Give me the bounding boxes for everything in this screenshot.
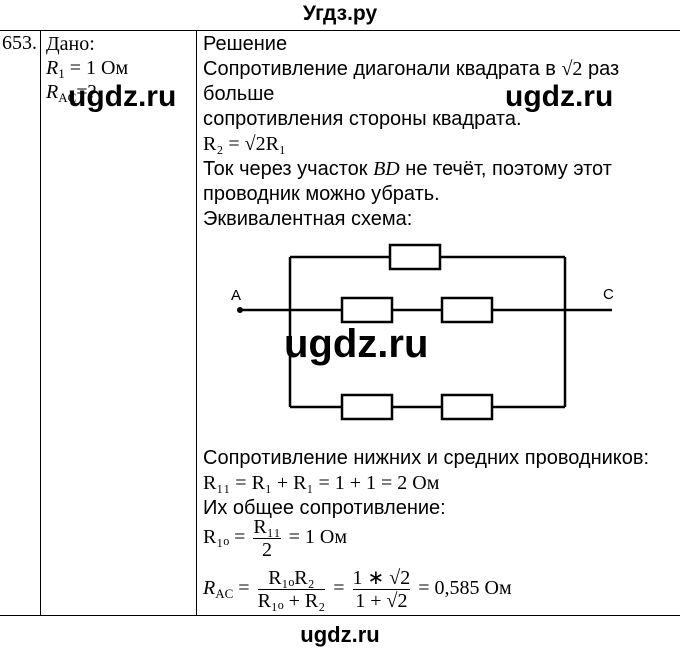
solution-line-1: Сопротивление диагонали квадрата в √2 ра… — [203, 58, 620, 105]
solution-line-3: Ток через участок BD не течёт, поэтому э… — [203, 158, 612, 180]
resistor-bottom-1 — [340, 393, 394, 421]
given-heading: Дано: — [46, 33, 95, 55]
solution-line-6: Сопротивление нижних и средних проводник… — [203, 447, 650, 469]
watermark: ugdz.ru — [284, 322, 429, 366]
column-divider-1 — [40, 30, 41, 615]
column-divider-2 — [196, 30, 197, 615]
site-footer-title: ugdz.ru — [300, 622, 380, 647]
solution-section: Решение Сопротивление диагонали квадрата… — [203, 32, 678, 232]
given-section: Дано: R1 = 1 Ом RAC=? — [46, 32, 128, 104]
solution-line-2: сопротивления стороны квадрата. — [203, 108, 522, 130]
solution-line-4: проводник можно убрать. — [203, 183, 440, 205]
r11-formula: R₁₁ = R₁ + R₁ = 1 + 1 = 2 Ом — [203, 472, 440, 494]
table-bottom-border — [0, 615, 680, 616]
resistor-top — [388, 243, 442, 271]
resistor-middle-2 — [440, 296, 494, 324]
resistor-middle-1 — [340, 296, 394, 324]
label-c: C — [603, 286, 614, 303]
solution-lower-section: Сопротивление нижних и средних проводник… — [203, 446, 678, 521]
label-a: A — [231, 287, 241, 304]
given-r1: R1 = 1 Ом — [46, 57, 129, 81]
problem-number: 653. — [2, 32, 37, 54]
table-top-border — [0, 30, 680, 31]
site-title: Угдз.ру — [302, 2, 378, 25]
r2-formula: R₂ = √2R₁ — [203, 133, 286, 155]
node-a — [237, 307, 243, 313]
given-rac: RAC=? — [46, 81, 97, 105]
watermark: ugdz.ru — [505, 80, 614, 113]
solution-line-5: Эквивалентная схема: — [203, 208, 413, 230]
resistor-bottom-2 — [440, 393, 494, 421]
watermark: ugdz.ru — [68, 80, 177, 113]
solution-line-7: Их общее сопротивление: — [203, 497, 446, 519]
solution-heading: Решение — [203, 33, 288, 55]
